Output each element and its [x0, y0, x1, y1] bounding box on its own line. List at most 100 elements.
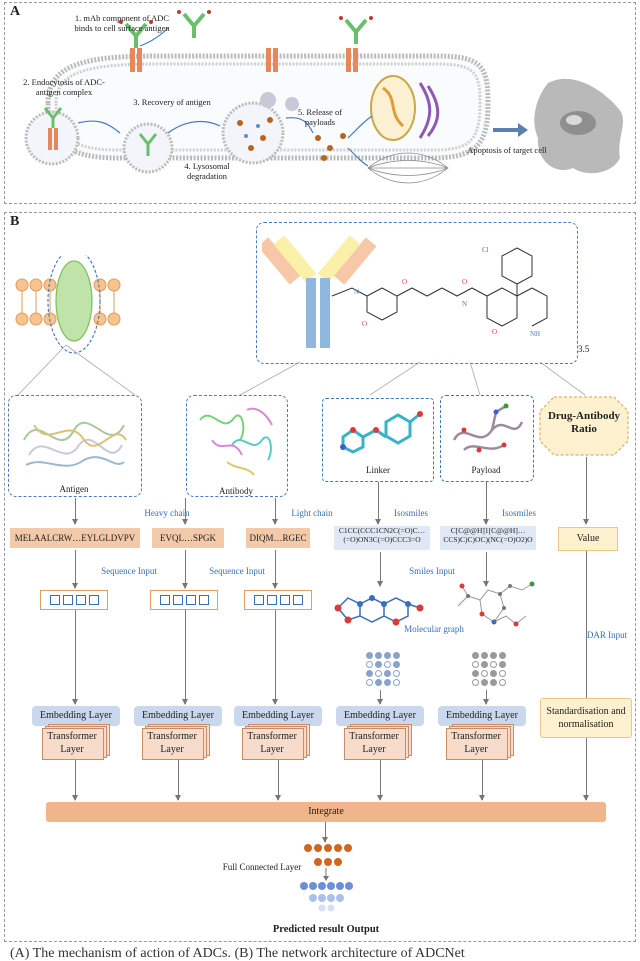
figure-caption: (A) The mechanism of action of ADCs. (B)…	[10, 946, 465, 961]
fc-layer-label: Full Connected Layer	[222, 862, 302, 872]
mitotic-spindle	[367, 152, 449, 184]
arrow	[182, 498, 188, 525]
dar-value-box: Value	[558, 527, 618, 551]
sequence-input-label-1: Sequence Input	[101, 566, 157, 576]
heavy-token-box	[150, 590, 218, 610]
linker-3d-structure	[340, 411, 423, 454]
step3-label: 3. Recovery of antigen	[133, 97, 211, 107]
embedding-layer-linker: Embedding Layer	[336, 706, 424, 726]
payload-3d-structure	[452, 403, 524, 453]
linker-label: Linker	[366, 465, 390, 475]
output-label: Predicted result Output	[272, 924, 380, 935]
isosmiles-linker-label: Isosmiles	[393, 508, 428, 518]
panel-a-letter: A	[10, 4, 21, 19]
payload-molecular-graph	[457, 581, 535, 627]
transformer-label-2: Layer	[160, 744, 184, 755]
antibody-structure-box	[186, 395, 288, 497]
integrate-label: Integrate	[308, 806, 344, 817]
panel-a	[4, 2, 636, 204]
antigen-protein-structure	[23, 421, 127, 467]
svg-text:O: O	[462, 278, 467, 286]
transformer-label-2: Layer	[60, 744, 84, 755]
standardisation-box: Standardisation and normalisation	[540, 698, 632, 738]
heavy-chain-label: Heavy chain	[144, 508, 190, 518]
step1-label: 1. mAb component of ADC binds to cell su…	[74, 13, 170, 33]
linker-smiles: C1CC(CCC1CN2C(=O)C…(=O)ON3C(=O)CCC3=O	[334, 526, 430, 550]
step5-label: 5. Release of payloads	[297, 107, 343, 127]
connector-lines	[17, 344, 586, 396]
embedding-layer-heavy: Embedding Layer	[134, 706, 222, 726]
arrow	[483, 552, 489, 587]
transformer-label-2: Layer	[260, 744, 284, 755]
dar-value-label: Value	[576, 533, 600, 544]
arrow	[272, 498, 278, 525]
antigen-token-box	[40, 590, 108, 610]
linker-molecular-graph	[334, 595, 424, 626]
arrow	[182, 610, 188, 705]
apoptosis-label: Apoptosis of target cell	[467, 145, 547, 155]
transformer-label-2: Layer	[464, 744, 488, 755]
transformer-label-1: Transformer	[247, 731, 297, 742]
transformer-label-1: Transformer	[451, 731, 501, 742]
antigen-receptor	[130, 48, 142, 72]
arrow	[479, 760, 485, 801]
sequence-input-label-2: Sequence Input	[209, 566, 265, 576]
dar-title: Drug-Antibody Ratio	[547, 410, 621, 435]
isosmiles-payload-label: Isosmiles	[501, 508, 536, 518]
linker-feature-dots	[366, 652, 400, 686]
step2-label: 2. Endocytosis of ADC-antigen complex	[23, 77, 105, 97]
dar-octagon	[539, 396, 629, 456]
payload-label: Payload	[471, 465, 501, 475]
antigen-label: Antigen	[59, 484, 89, 494]
payload-molecules	[315, 133, 346, 161]
molecular-graph-label: Molecular graph	[404, 624, 464, 634]
embedding-layer-antigen: Embedding Layer	[32, 706, 120, 726]
svg-text:O: O	[492, 328, 497, 336]
linker-structure-box	[322, 398, 434, 482]
svg-text:N: N	[462, 300, 467, 308]
antigen-receptor	[346, 48, 358, 72]
panel-b-letter: B	[10, 214, 20, 229]
svg-text:NH: NH	[530, 330, 540, 338]
arrow	[272, 550, 278, 589]
progression-arrow	[493, 123, 528, 137]
arrow	[375, 482, 381, 525]
antigen-structure-box	[8, 395, 142, 497]
light-chain-label: Light chain	[291, 508, 333, 518]
arrow	[583, 551, 589, 704]
light-token-box	[244, 590, 312, 610]
arrow	[182, 550, 188, 589]
antigen-sequence: MELAALCRW…EYLGLDVPV	[10, 528, 140, 548]
antigen-protein	[55, 260, 93, 342]
arrow	[72, 760, 78, 801]
dar-number: 3.5	[578, 344, 590, 354]
arrow	[272, 610, 278, 705]
step4-label: 4. Lysosomal degradation	[184, 161, 230, 181]
integrate-bar: Integrate	[46, 802, 606, 822]
adc-structure-box	[256, 222, 578, 364]
transformer-label-1: Transformer	[147, 731, 197, 742]
arrow	[72, 498, 78, 525]
arrow	[72, 550, 78, 589]
panel-b	[4, 212, 636, 942]
smiles-input-label: Smiles Input	[409, 566, 455, 576]
adc-antibody-icon	[124, 12, 368, 48]
arrow	[483, 690, 489, 705]
arrow	[377, 760, 383, 801]
antibody-schematic	[262, 235, 377, 348]
transformer-label-1: Transformer	[349, 731, 399, 742]
arrow	[377, 552, 383, 587]
arrow	[322, 822, 328, 843]
arrow	[583, 738, 589, 801]
arrow	[275, 760, 281, 801]
payload-feature-dots	[472, 652, 506, 686]
arrow	[72, 610, 78, 705]
transformer-label-1: Transformer	[47, 731, 97, 742]
payload-smiles: C[C@@H]1[C@@H]…CCS)C)C)OC)(NC(=O)O2)O	[440, 526, 536, 550]
svg-text:O: O	[362, 320, 367, 328]
